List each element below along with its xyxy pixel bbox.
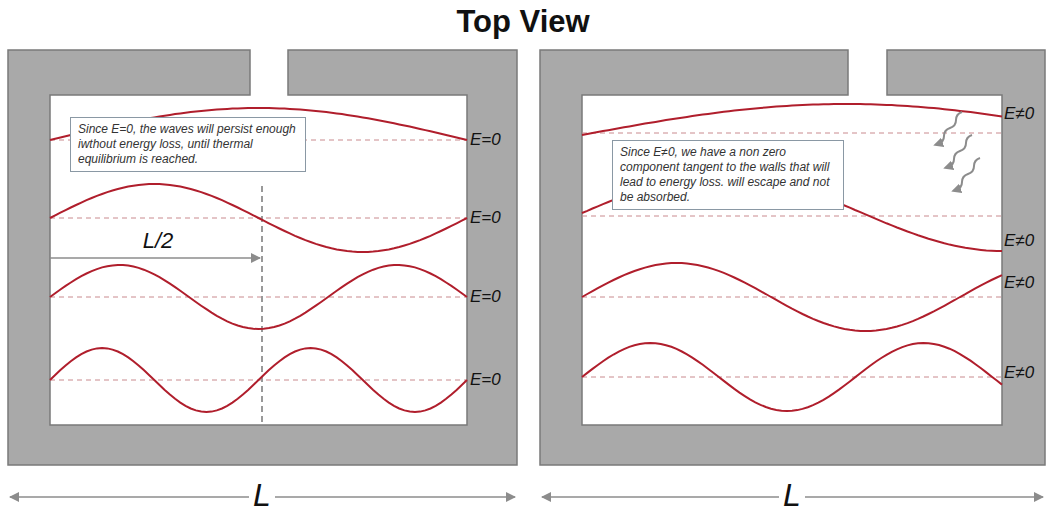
half-length-arrow [50,257,260,259]
waves [50,104,1002,412]
standing-wave [50,348,467,412]
field-label: E≠0 [1004,364,1034,383]
cavity-wall [540,50,1045,465]
callout-box: Since E≠0, we have a non zero component … [612,140,844,210]
field-label: E≠0 [1004,274,1034,293]
escaping-radiation [938,112,980,190]
field-label: E=0 [470,371,501,390]
center-line [261,186,263,425]
standing-wave [50,184,467,252]
cavity-wall [8,50,517,465]
title: Top View [456,4,589,40]
field-label: E≠0 [1004,105,1034,124]
field-label: E=0 [470,288,501,307]
standing-wave [582,263,1002,331]
callout-text: Since E≠0, we have a non zero component … [620,145,836,205]
standing-wave [582,343,1002,411]
standing-wave [582,104,1002,135]
standing-wave [50,265,467,329]
field-label: E=0 [470,131,501,150]
callout-text: Since E=0, the waves will persist enough… [78,122,298,167]
field-label: E≠0 [1004,232,1034,251]
field-label: E=0 [470,209,501,228]
callout-box: Since E=0, the waves will persist enough… [70,117,306,172]
dimension-label: L/2 [139,229,178,253]
dimension-label: L [249,478,275,513]
dimension-label: L [779,478,805,513]
